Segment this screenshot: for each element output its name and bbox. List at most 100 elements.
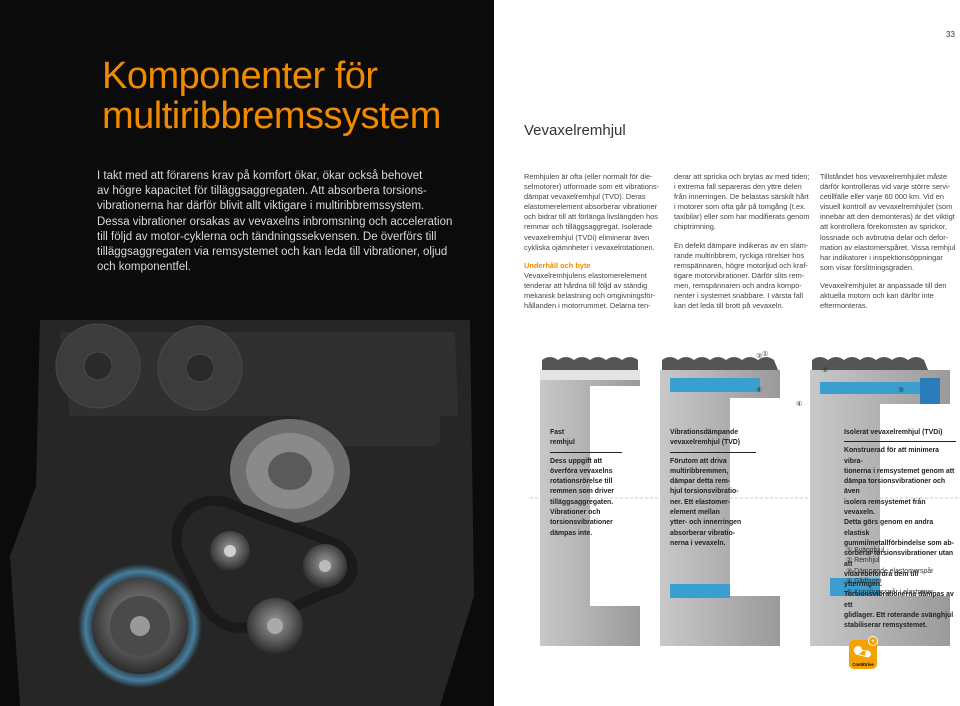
section-title: Vevaxelremhjul: [524, 122, 626, 139]
marker-5: ⑤: [898, 386, 904, 394]
left-page: Komponenter för multiribbremssystem I ta…: [0, 0, 494, 706]
intro-line: tilläggsaggregaten via remsystemet och k…: [97, 246, 448, 259]
pulley-cross-section-diagram: ③ ④ ⑤ ④ ① ②: [530, 350, 960, 646]
desc-line: dämpa torsionsvibrationer och även: [844, 478, 946, 496]
tvd-pulley-description: Vibrationsdämpande vevaxelremhjul (TVD) …: [670, 428, 756, 549]
desc-line: nerna i vevaxeln.: [670, 539, 726, 547]
desc-title: vevaxelremhjul (TVD): [670, 439, 741, 447]
desc-title: Fast: [550, 429, 565, 436]
text-line: att kontrollera förekomsten av sprickor,: [820, 222, 947, 232]
maintenance-heading: Underhåll och byte: [524, 260, 591, 270]
text-line: remspännaren, högre motorljud och kraf-: [674, 260, 808, 270]
col1-paragraph-2: Underhåll och byte Vevaxelremhjulens ela…: [524, 261, 670, 311]
text-line: från innerringen. De belastas särskilt h…: [674, 192, 809, 202]
tvdi-pulley-description: Isolerat vevaxelremhjul (TVDi) Konstruer…: [844, 428, 956, 632]
desc-line: multiribbremmen,: [670, 467, 729, 475]
text-line: mation av elastomerspåret. Vissa remhjul: [820, 242, 956, 252]
intro-line: till följd av motor-cyklerna och tändnin…: [97, 230, 437, 243]
title-line-2: multiribbremssystem: [102, 95, 441, 137]
text-line: cykliska ojämnheter i vevaxelrotationen.: [524, 242, 655, 252]
text-line: hållanden i motorrummet. Delarna ten-: [524, 301, 651, 311]
desc-line: tilläggsaggregaten.: [550, 498, 614, 506]
desc-line: torsionsvibrationer: [550, 519, 613, 527]
col2-paragraph-2: En defekt dämpare indikeras av en slam- …: [674, 241, 820, 312]
engine-belt-drive-illustration: [10, 320, 474, 706]
marker-2: ②: [822, 366, 828, 374]
fixed-pulley-description: Fast remhjul Dess uppgift att överföra v…: [550, 428, 622, 539]
text-line: taxibilar) eller som har modifierats gen…: [674, 212, 810, 222]
text-line: Remhjulen är ofta (eller normalt för die…: [524, 172, 653, 181]
desc-line: rotationsrörelse till: [550, 478, 613, 486]
text-column-2: derar att spricka och brytas av med tide…: [674, 172, 820, 311]
desc-line: isolera remsystemet från vevaxeln.: [844, 498, 926, 517]
text-line: elastomerelement absorberar vibrationer: [524, 202, 658, 212]
text-line: därför kontrolleras vid varje större ser…: [820, 182, 951, 192]
desc-line: absorberar vibratio-: [670, 529, 736, 537]
marker-3: ③: [756, 352, 762, 360]
text-line: i motorer som ofta går på tomgång (t.ex.: [674, 202, 806, 212]
page-number-right: 33: [946, 30, 955, 39]
text-line: cetillfälle eller varje 60 000 km. Vid e…: [820, 192, 944, 202]
text-line: Vevaxelremhjulet är anpassade till den: [820, 280, 947, 290]
desc-title: remhjul: [550, 439, 575, 447]
desc-line: glidlager. Ett roterande svänghjul: [844, 612, 954, 620]
cam-gear-right: [157, 325, 243, 411]
legend-item: ① Svänghjul: [846, 547, 885, 554]
text-line: eftermonteras.: [820, 301, 868, 311]
text-line: lossnade och avbrutna delar och defor-: [820, 232, 949, 242]
desc-line: Konstruerad för att minimera vibra-: [844, 447, 939, 465]
cam-gear-left: [55, 323, 141, 409]
right-page: 32 33 Vevaxelremhjul Remhjulen är ofta (…: [494, 0, 960, 706]
text-line: i extrema fall separeras den yttre delen: [674, 182, 802, 192]
desc-line: överföra vevaxelns: [550, 467, 613, 475]
text-line: Tillståndet hos vevaxelremhjulet måste: [820, 172, 948, 181]
text-line: mekanisk belastning och omgivningsför-: [524, 291, 656, 301]
text-line: chiptrimning.: [674, 222, 716, 232]
water-pump-pulley: [247, 598, 303, 654]
text-line: remmar och tilläggsaggregat. Isolerade: [524, 222, 653, 232]
text-line: aktuella motorn och kan därför inte: [820, 291, 934, 301]
crankshaft-pulley-highlight: [78, 564, 202, 688]
marker-4b: ④: [796, 400, 802, 408]
marker-4: ④: [756, 386, 762, 394]
desc-line: vidarebefordra dem till ytterringen.: [844, 570, 919, 589]
text-line: och bidrar till att förlänga livslängden…: [524, 212, 658, 222]
text-line: visuell kontroll av vevaxelremhjulet (so…: [820, 202, 953, 212]
desc-line: dämpar detta rem-: [670, 478, 731, 486]
desc-line: stabiliserar remsystemet.: [844, 622, 928, 630]
col3-paragraph-2: Vevaxelremhjulet är anpassade till den a…: [820, 281, 958, 311]
desc-line: ytter- och innerringen: [670, 519, 742, 527]
desc-line: Torsionsvibrationerna dämpas av ett: [844, 591, 954, 609]
legend-item: ③ Dämpande elastomerspår: [846, 567, 934, 575]
idler-pulley: [303, 544, 347, 588]
intro-line: Dessa vibrationer orsakas av vevaxelns i…: [97, 215, 453, 228]
intro-line: I takt med att förarens krav på komfort …: [97, 170, 423, 182]
desc-line: element mellan: [670, 509, 720, 517]
alternator: [230, 419, 350, 523]
desc-line: Detta görs genom en andra elastisk: [844, 519, 934, 537]
tvdi-pulley-section: [810, 357, 950, 646]
title-line-1: Komponenter för: [102, 55, 378, 97]
desc-line: ner. Ett elastomer-: [670, 498, 731, 506]
desc-line: remmen som driver: [550, 488, 614, 496]
text-line: nenter i systemet snabbare. I värsta fal…: [674, 291, 803, 301]
text-line: rande multiribbrem, ryckiga rörelser hos: [674, 250, 805, 260]
logo-text: ContiDrive: [852, 662, 874, 667]
page-title: Komponenter för multiribbremssystem: [102, 56, 441, 136]
text-line: men, remspännaren och andra kompo-: [674, 280, 802, 290]
desc-line: Förutom att driva: [670, 457, 727, 465]
tvd-pulley-section: [660, 357, 780, 646]
text-line: innebär att den demonteras) är det vikti…: [820, 212, 955, 222]
desc-title: Vibrationsdämpande: [670, 429, 739, 436]
text-line: dämpat vevaxelremhjul (TVD). Deras: [524, 192, 646, 202]
text-line: som visar förslitningsgraden.: [820, 262, 915, 272]
svg-text:+: +: [871, 639, 875, 645]
fixed-pulley-section: [540, 357, 640, 646]
desc-title: Isolerat vevaxelremhjul (TVDi): [844, 429, 943, 436]
col2-paragraph-1: derar att spricka och brytas av med tide…: [674, 172, 820, 233]
contidrive-logo-icon: + ContiDrive: [849, 636, 878, 669]
intro-line: och komponentfel.: [97, 261, 191, 274]
text-line: kan det leda till brott på vevaxeln.: [674, 301, 784, 311]
desc-line: Vibrationer och: [550, 509, 601, 517]
col1-paragraph-1: Remhjulen är ofta (eller normalt för die…: [524, 172, 670, 253]
